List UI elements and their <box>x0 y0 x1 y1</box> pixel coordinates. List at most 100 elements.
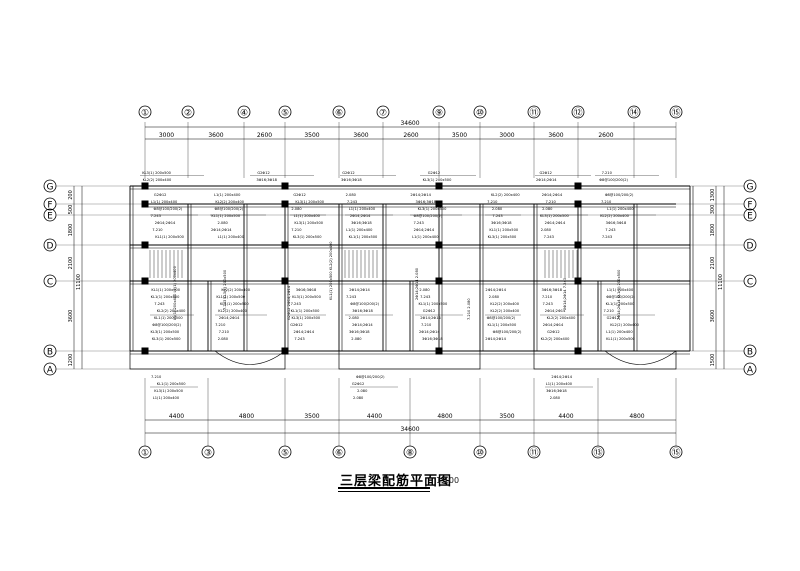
dim-side-right: 1500 <box>710 354 716 367</box>
beam-label: 2Φ14;2Φ14 <box>350 214 371 218</box>
beam-label: KL2(2) 200x400 <box>610 323 639 327</box>
dim-span-bottom: 4800 <box>239 413 254 420</box>
row-label: G <box>47 183 54 193</box>
dim-total-top: 34600 <box>400 120 419 127</box>
dim-span-bottom: 4400 <box>169 413 184 420</box>
column <box>574 277 582 285</box>
beam-label: 2.080 <box>542 207 553 211</box>
beam-label: 3Φ16;3Φ18 <box>415 200 436 204</box>
beam-label: KL3(1) 200x500 <box>154 389 183 393</box>
beam-label: 2.080 <box>351 337 362 341</box>
beam-label-vertical: 7.210 2.080 <box>467 298 471 320</box>
beam-label: KL2(2) 200x400 <box>541 337 570 341</box>
beam-label: 2.080 <box>218 337 229 341</box>
axis-bubble <box>201 445 215 459</box>
axis-bubble <box>669 105 683 119</box>
beam-label: 3Φ16;3Φ18 <box>349 330 370 334</box>
beam-label: 2Φ14;2Φ14 <box>294 330 315 334</box>
drawing-scale: 1:100 <box>436 476 460 485</box>
axis-label-bottom: ③ <box>204 449 212 459</box>
beam-label-vertical: KL1(1) 200x500 KL2(2) 200x400 <box>329 241 333 300</box>
dim-span-bottom: 4800 <box>629 413 644 420</box>
beam-label: 3Φ16;3Φ18 <box>606 221 627 225</box>
beam-label: KL3(1) 200x500 <box>292 295 321 299</box>
beam-label: KL1(1) 200x500 <box>489 228 518 232</box>
row-label: F <box>747 201 752 211</box>
beam-label: G2Φ12 <box>257 171 269 175</box>
axis-bubble <box>376 105 390 119</box>
dim-side-total-right: 11100 <box>718 274 724 290</box>
columns <box>141 182 582 355</box>
axis-label-bottom: ① <box>141 449 149 459</box>
beam-label: 2Φ14;2Φ14 <box>410 193 431 197</box>
axis-bubble <box>527 105 541 119</box>
beam-label-vertical: 2Φ14;2Φ14 7.243 <box>563 278 567 310</box>
curved-balcony <box>604 350 677 365</box>
beam-label: KL2(2) 200x400 <box>490 309 519 313</box>
axis-label-bottom: ⑧ <box>406 449 414 459</box>
beam-label: Φ8@100/200(2) <box>350 302 379 306</box>
beam-label: 3Φ16;3Φ18 <box>422 337 443 341</box>
beam-label: KL3(1) 200x500 <box>294 221 323 225</box>
beam-label: 7.243 <box>346 295 356 299</box>
column <box>435 277 443 285</box>
row-bubble <box>43 344 57 358</box>
beam-label: KL1(1) 200x500 <box>216 295 245 299</box>
column <box>435 347 443 355</box>
row-bubble <box>43 362 57 376</box>
dim-span-top: 3600 <box>548 132 563 139</box>
axis-bubble <box>473 445 487 459</box>
column <box>281 241 289 249</box>
beam-label: 2Φ14;2Φ14 <box>543 323 564 327</box>
beam-label: L1(1) 200x400 <box>294 214 321 218</box>
beam-label: 7.243 <box>151 214 161 218</box>
row-label: C <box>47 278 53 288</box>
column <box>574 200 582 208</box>
axis-label-bottom: ⑩ <box>476 449 484 459</box>
beam-label: 7.210 <box>487 200 498 204</box>
beam-label: 2Φ14;2Φ14 <box>420 316 441 320</box>
dim-span-top: 3600 <box>353 132 368 139</box>
column <box>281 182 289 190</box>
dim-side-right: 1300 <box>710 189 716 202</box>
axis-bubble <box>591 445 605 459</box>
beam-label: 7.243 <box>347 200 357 204</box>
beam-label: 3Φ16;3Φ18 <box>341 178 362 182</box>
dim-span-bottom: 4400 <box>367 413 382 420</box>
dim-side-left: 2100 <box>68 257 74 270</box>
balcony <box>129 350 286 370</box>
axis-bubble <box>403 445 417 459</box>
title-underline <box>338 487 430 489</box>
axis-bubble <box>332 105 346 119</box>
beam-label: L1(1) 200x400 <box>346 228 373 232</box>
beam-label: 2.080 <box>218 221 229 225</box>
dim-span-bottom: 4400 <box>558 413 573 420</box>
dim-span-top: 3000 <box>159 132 174 139</box>
axis-label-top: ⑩ <box>476 109 484 119</box>
column <box>141 347 149 355</box>
beam-label: 2.080 <box>419 288 430 292</box>
beam-label: 7.243 <box>544 235 554 239</box>
dim-span-top: 2600 <box>257 132 272 139</box>
axis-label-bottom: ⑮ <box>671 448 680 459</box>
beam-label: 2Φ14;2Φ14 <box>536 178 557 182</box>
axis-bubble <box>138 445 152 459</box>
axis-label-top: ⑫ <box>573 108 582 119</box>
beam-label: 3Φ16;3Φ18 <box>351 221 372 225</box>
beam-label: KL1(1) 200x500 <box>211 214 240 218</box>
axis-bubble <box>527 445 541 459</box>
beam-label: 7.243 <box>492 214 502 218</box>
beam-label: 7.210 <box>152 228 163 232</box>
row-bubble <box>743 179 757 193</box>
axis-bubble <box>571 105 585 119</box>
beam-label: 2Φ14;2Φ14 <box>545 221 566 225</box>
beam-label: 2.080 <box>489 295 500 299</box>
row-bubble <box>743 197 757 211</box>
axis-label-top: ⑨ <box>435 109 443 119</box>
axis-label-bottom: ⑥ <box>335 449 343 459</box>
beam-label: Φ8@100/200(2) <box>606 295 635 299</box>
beam-label: 2Φ14;2Φ14 <box>219 316 240 320</box>
dim-span-bottom: 3500 <box>304 413 319 420</box>
beam-label-vertical: G2Φ12 2Φ14;2Φ14 <box>287 285 291 320</box>
